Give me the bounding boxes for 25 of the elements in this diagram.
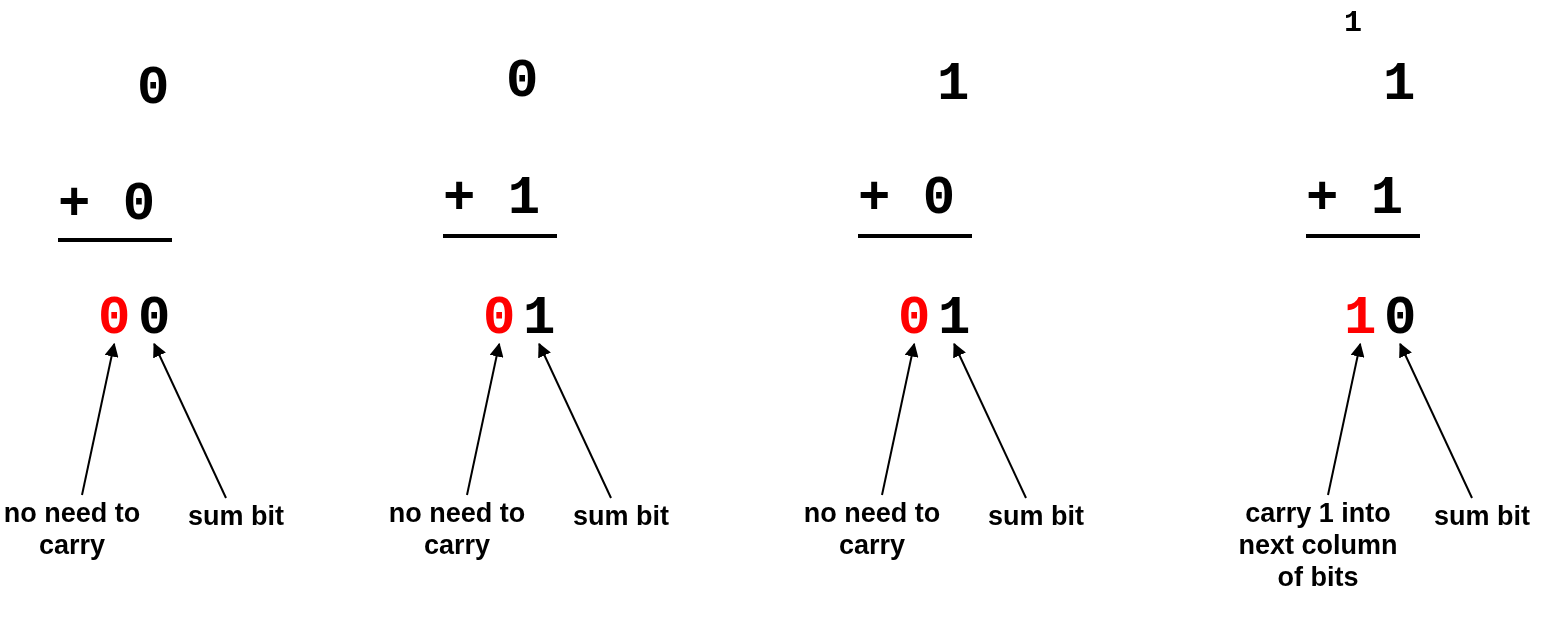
sum-digit: 0 (1384, 292, 1417, 346)
addend-digit: 1 (937, 58, 970, 112)
carry-digit: 0 (483, 292, 516, 346)
carry-digit: 0 (98, 292, 131, 346)
addend-row: + 0 (858, 172, 956, 226)
leader-arrow (1327, 342, 1365, 496)
sum-digit: 1 (523, 292, 556, 346)
leader-arrow (1399, 342, 1473, 499)
addend-digit: 1 (1383, 58, 1416, 112)
leader-arrow (538, 342, 612, 499)
sum-digit: 1 (938, 292, 971, 346)
addend-row: + 0 (58, 178, 156, 232)
leader-arrow (81, 342, 119, 496)
leader-arrow (953, 342, 1027, 499)
leader-arrow (466, 342, 504, 496)
leader-arrow (153, 342, 227, 499)
carry-digit: 0 (898, 292, 931, 346)
sum-digit: 0 (138, 292, 171, 346)
carry-in-digit: 1 (1344, 8, 1362, 38)
addend-digit: 0 (506, 55, 539, 109)
carry-digit: 1 (1344, 292, 1377, 346)
leader-arrow (881, 342, 919, 496)
addend-digit: 0 (137, 62, 170, 116)
addend-row: + 1 (443, 172, 541, 226)
addend-row: + 1 (1306, 172, 1404, 226)
